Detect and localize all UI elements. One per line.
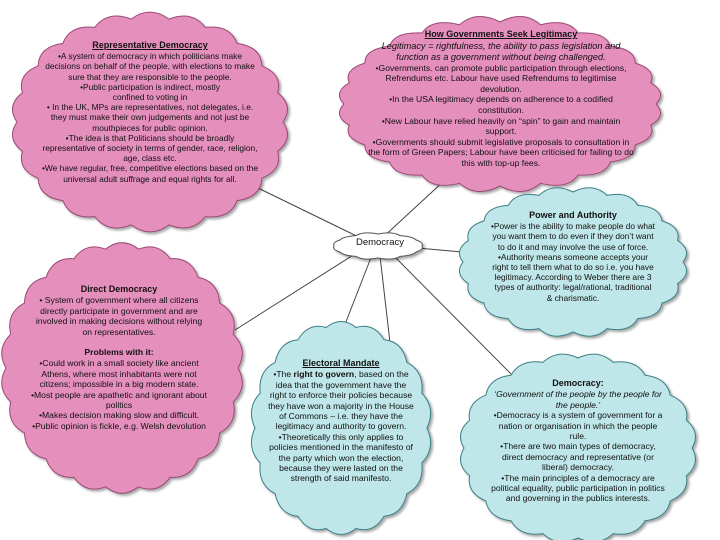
direct-democracy-node: Direct Democracy • System of government …: [30, 284, 208, 431]
node-title: Representative Democracy: [92, 40, 208, 50]
node-line: •A system of democracy in which politici…: [45, 51, 255, 82]
cloud-legitimacy: [338, 16, 662, 192]
connector-legitimacy: [379, 179, 446, 241]
cloud-representative: [12, 11, 288, 233]
representative-democracy-node: Representative Democracy •A system of de…: [42, 40, 258, 184]
node-line: •Most people are apathetic and ignorant …: [31, 389, 207, 411]
center-node-label: Democracy: [355, 237, 405, 248]
power-authority-node: Power and Authority •Power is the abilit…: [491, 210, 655, 303]
node-title: Power and Authority: [529, 210, 617, 220]
node-line: •Theoretically this only applies to poli…: [269, 431, 413, 484]
cloud-democracy: [460, 353, 696, 540]
connector-direct: [234, 251, 359, 331]
node-line: •The idea is that Politicians should be …: [42, 132, 258, 164]
legitimacy-node: How Governments Seek Legitimacy Legitima…: [368, 29, 634, 169]
node-line: •Power is the ability to make people do …: [491, 221, 656, 252]
node-line: •Governments should submit legislative p…: [368, 136, 634, 168]
node-subtitle: ‘Government of the people by the people …: [494, 389, 662, 410]
node-line: • In the UK, MPs are representatives, no…: [46, 102, 254, 133]
node-line: •Governments. can promote public partici…: [375, 62, 627, 94]
cloud-mandate: [250, 321, 432, 535]
node-line: •We have regular, free, competitive elec…: [42, 163, 258, 184]
node-line: •Public opinion is fickle, e.g. Welsh de…: [32, 420, 206, 431]
node-subtitle: Legitimacy = rightfulness, the ability t…: [381, 40, 621, 62]
node-line: •In the USA legitimacy depends on adhere…: [389, 94, 613, 115]
node-title: Democracy:: [552, 378, 604, 388]
connector-democracy: [389, 251, 516, 379]
node-line: •Democracy is a system of government for…: [493, 410, 663, 442]
cloud-power: [458, 187, 688, 337]
node-line: • System of government where all citizen…: [35, 295, 203, 337]
node-line: •There are two main types of democracy, …: [500, 441, 656, 473]
node-title: Direct Democracy: [80, 284, 158, 294]
cloud-center: [333, 232, 423, 260]
lead-emphasis: right to govern: [293, 369, 355, 380]
democracy-definition-node: Democracy: ‘Government of the people by …: [490, 378, 666, 504]
node-line: •Makes decision making slow and difficul…: [39, 410, 199, 421]
node-line: •New Labour have relied heavily on “spin…: [381, 115, 621, 137]
electoral-mandate-node: Electoral Mandate •The right to govern, …: [268, 358, 414, 484]
node-line: •Authority means someone accepts your ri…: [492, 251, 654, 303]
cloud-direct: [1, 242, 243, 494]
node-line: •The main principles of a democracy are …: [491, 472, 665, 504]
lead-pre: •The: [273, 369, 294, 380]
node-line: •Could work in a small society like anci…: [39, 358, 199, 390]
node-line: •Public participation is indirect, mostl…: [80, 81, 220, 103]
node-title: How Governments Seek Legitimacy: [424, 29, 578, 39]
lead-post: , based on the idea that the government …: [268, 369, 414, 432]
problems-title: Problems with it:: [84, 347, 154, 358]
node-title: Electoral Mandate: [302, 358, 380, 368]
node-line-lead: •The right to govern, based on the idea …: [268, 369, 414, 431]
